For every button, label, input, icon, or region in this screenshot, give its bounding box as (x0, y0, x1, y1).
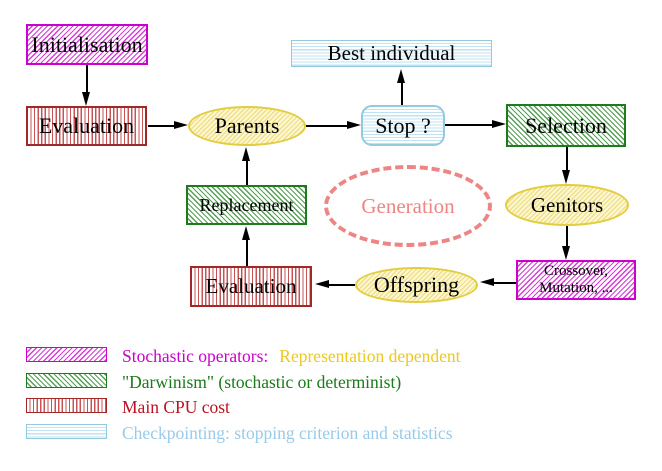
node-selection: Selection (506, 104, 626, 147)
node-offspring: Offspring (355, 267, 478, 303)
mutation-line: Mutation, ... (539, 280, 613, 296)
arrowhead-stop-selection (492, 120, 506, 128)
node-crossover-mutation-label: Crossover, Mutation, ... (539, 263, 613, 297)
edge-initialisation-evaluation-line (86, 65, 88, 93)
legend-swatch-cpu-cost (26, 398, 107, 413)
legend-swatch-darwinism (26, 373, 107, 388)
legend-swatch-stochastic-operators (26, 347, 107, 362)
legend-label-representation: Representation dependent (279, 346, 461, 366)
legend-row-checkpointing: Checkpointing: stopping criterion and st… (122, 423, 453, 443)
node-best-individual: Best individual (291, 40, 492, 67)
node-genitors: Genitors (505, 184, 629, 226)
arrowhead-crossover-offspring (480, 278, 494, 286)
edge-selection-genitors-line (566, 147, 568, 171)
node-best-individual-label: Best individual (327, 41, 456, 65)
edge-evaluation-parents-line (148, 125, 175, 127)
arrowhead-replacement-parents (242, 147, 250, 161)
arrowhead-evaluation-replacement (242, 226, 250, 240)
legend-row-stochastic-operators: Stochastic operators: Representation depe… (122, 346, 461, 367)
edge-stop-best-line (401, 83, 403, 105)
node-evaluation-bottom-label: Evaluation (205, 274, 297, 298)
node-parents-label: Parents (214, 113, 280, 138)
arrowhead-evaluation-parents (174, 121, 188, 129)
node-evaluation-bottom: Evaluation (190, 266, 312, 307)
node-genitors-label: Genitors (530, 192, 604, 217)
edge-parents-stop-line (306, 125, 348, 127)
node-selection-label: Selection (525, 112, 607, 138)
legend-label-stochastic: Stochastic operators: (122, 346, 269, 366)
edge-stop-selection-line (445, 124, 493, 126)
edge-genitors-crossover-line (566, 226, 568, 247)
arrowhead-selection-genitors (562, 170, 570, 184)
node-generation-loop: Generation (324, 165, 492, 247)
node-replacement: Replacement (186, 185, 307, 225)
legend-row-darwinism: "Darwinism" (stochastic or determinist) (122, 372, 402, 392)
node-crossover-mutation: Crossover, Mutation, ... (516, 260, 636, 300)
arrowhead-genitors-crossover (562, 246, 570, 260)
arrowhead-offspring-evaluation (315, 280, 329, 288)
arrowhead-stop-best (397, 69, 405, 83)
edge-offspring-evaluation-line (329, 284, 355, 286)
node-evaluation-top-label: Evaluation (38, 113, 135, 138)
node-generation-label: Generation (361, 193, 455, 218)
node-offspring-label: Offspring (373, 272, 460, 297)
node-stop-label: Stop ? (375, 112, 431, 138)
arrowhead-parents-stop (347, 121, 361, 129)
edge-replacement-parents-line (246, 160, 248, 185)
node-stop: Stop ? (361, 105, 445, 146)
legend-row-cpu-cost: Main CPU cost (122, 397, 230, 417)
node-initialisation: Initialisation (26, 24, 148, 65)
edge-crossover-offspring-line (494, 282, 516, 284)
arrowhead-initialisation-evaluation (82, 92, 90, 106)
node-initialisation-label: Initialisation (31, 31, 143, 57)
node-evaluation-top: Evaluation (26, 106, 147, 146)
crossover-line: Crossover, (544, 263, 608, 279)
node-parents: Parents (188, 106, 306, 146)
edge-evaluation-replacement-line (246, 239, 248, 266)
legend-swatch-checkpointing (26, 424, 107, 439)
node-replacement-label: Replacement (199, 194, 294, 215)
